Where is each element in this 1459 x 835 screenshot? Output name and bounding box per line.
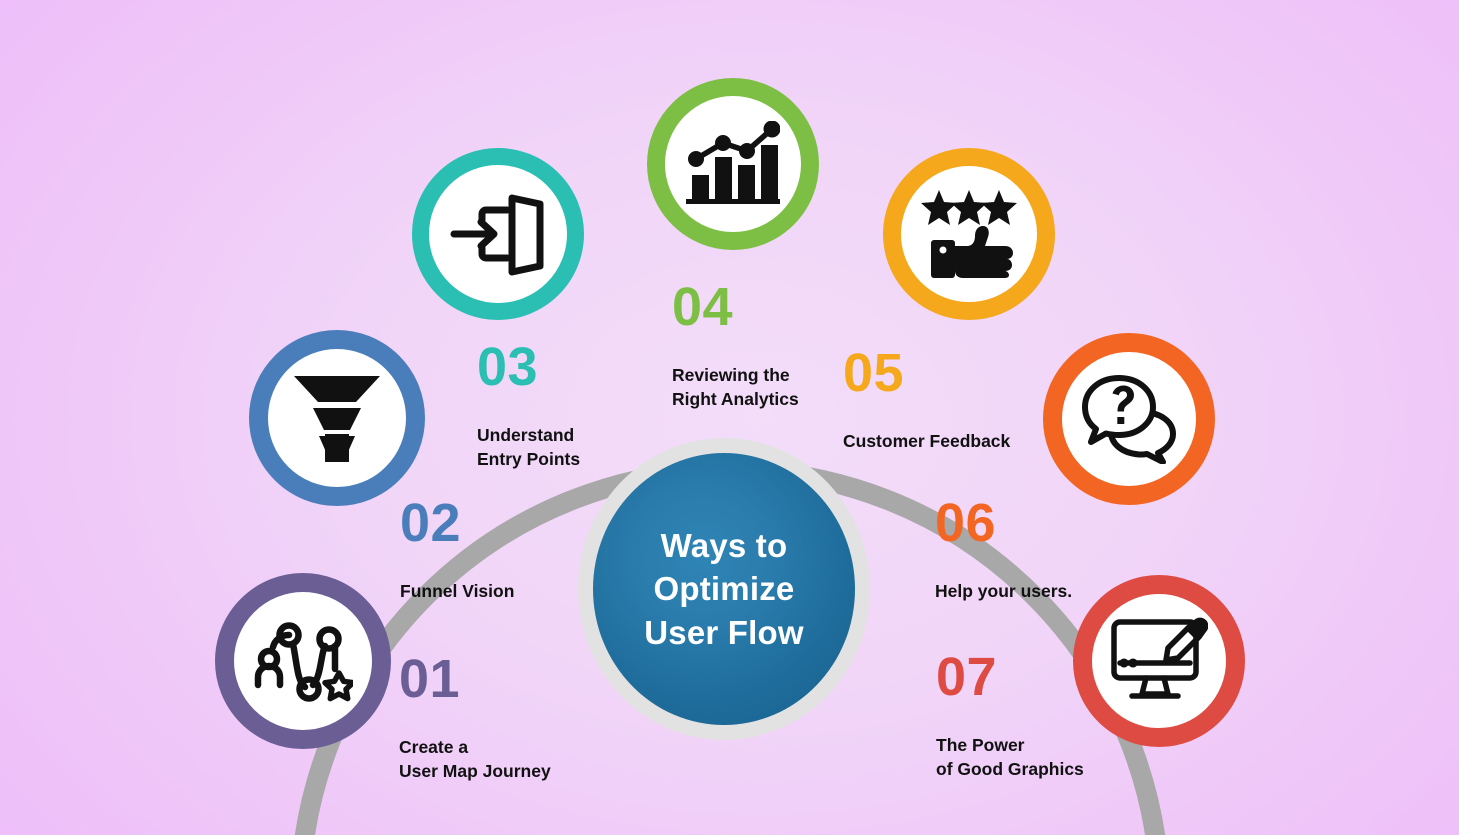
center-hub-disc: Ways to Optimize User Flow — [593, 453, 855, 725]
step-number-05: 05 — [843, 343, 905, 403]
step-number-03: 03 — [477, 337, 539, 397]
step-number-07: 07 — [936, 647, 998, 707]
user-journey-map-icon — [254, 622, 353, 702]
center-hub: Ways to Optimize User Flow — [578, 438, 870, 740]
step-icon-circle-03[interactable] — [412, 148, 584, 320]
step-icon-circle-04[interactable] — [647, 78, 819, 250]
step-label-05: Customer Feedback — [843, 431, 1011, 451]
bar-chart-trend-icon — [686, 121, 780, 204]
step-text-07: 07 The Power of Good Graphics — [936, 632, 1196, 799]
step-number-06: 06 — [935, 493, 997, 553]
page-title: Ways to Optimize User Flow — [644, 526, 804, 651]
step-label-04: Reviewing the Right Analytics — [672, 365, 799, 409]
step-icon-circle-02[interactable] — [249, 330, 425, 506]
monitor-paintbrush-icon — [1111, 617, 1208, 699]
step-text-03: 03 Understand Entry Points — [477, 322, 677, 489]
step-icon-circle-01[interactable] — [215, 573, 391, 749]
step-icon-circle-05[interactable] — [883, 148, 1055, 320]
funnel-icon — [294, 376, 380, 462]
step-label-03: Understand Entry Points — [477, 425, 581, 469]
step-icon-circle-06[interactable] — [1043, 333, 1215, 505]
step-label-01: Create a User Map Journey — [399, 737, 551, 781]
question-speech-bubbles-icon — [1082, 375, 1176, 464]
step-text-05: 05 Customer Feedback — [843, 328, 1103, 472]
step-label-02: Funnel Vision — [400, 581, 515, 601]
step-text-01: 01 Create a User Map Journey — [399, 634, 609, 801]
step-number-01: 01 — [399, 649, 461, 709]
step-label-06: Help your users. — [935, 581, 1073, 601]
step-number-04: 04 — [672, 277, 734, 337]
step-text-04: 04 Reviewing the Right Analytics — [672, 262, 882, 429]
thumbs-up-stars-icon — [921, 190, 1017, 278]
entry-door-icon — [450, 194, 544, 276]
step-text-02: 02 Funnel Vision — [400, 478, 610, 622]
step-label-07: The Power of Good Graphics — [936, 735, 1084, 779]
step-text-06: 06 Help your users. — [935, 478, 1175, 622]
step-number-02: 02 — [400, 493, 462, 553]
